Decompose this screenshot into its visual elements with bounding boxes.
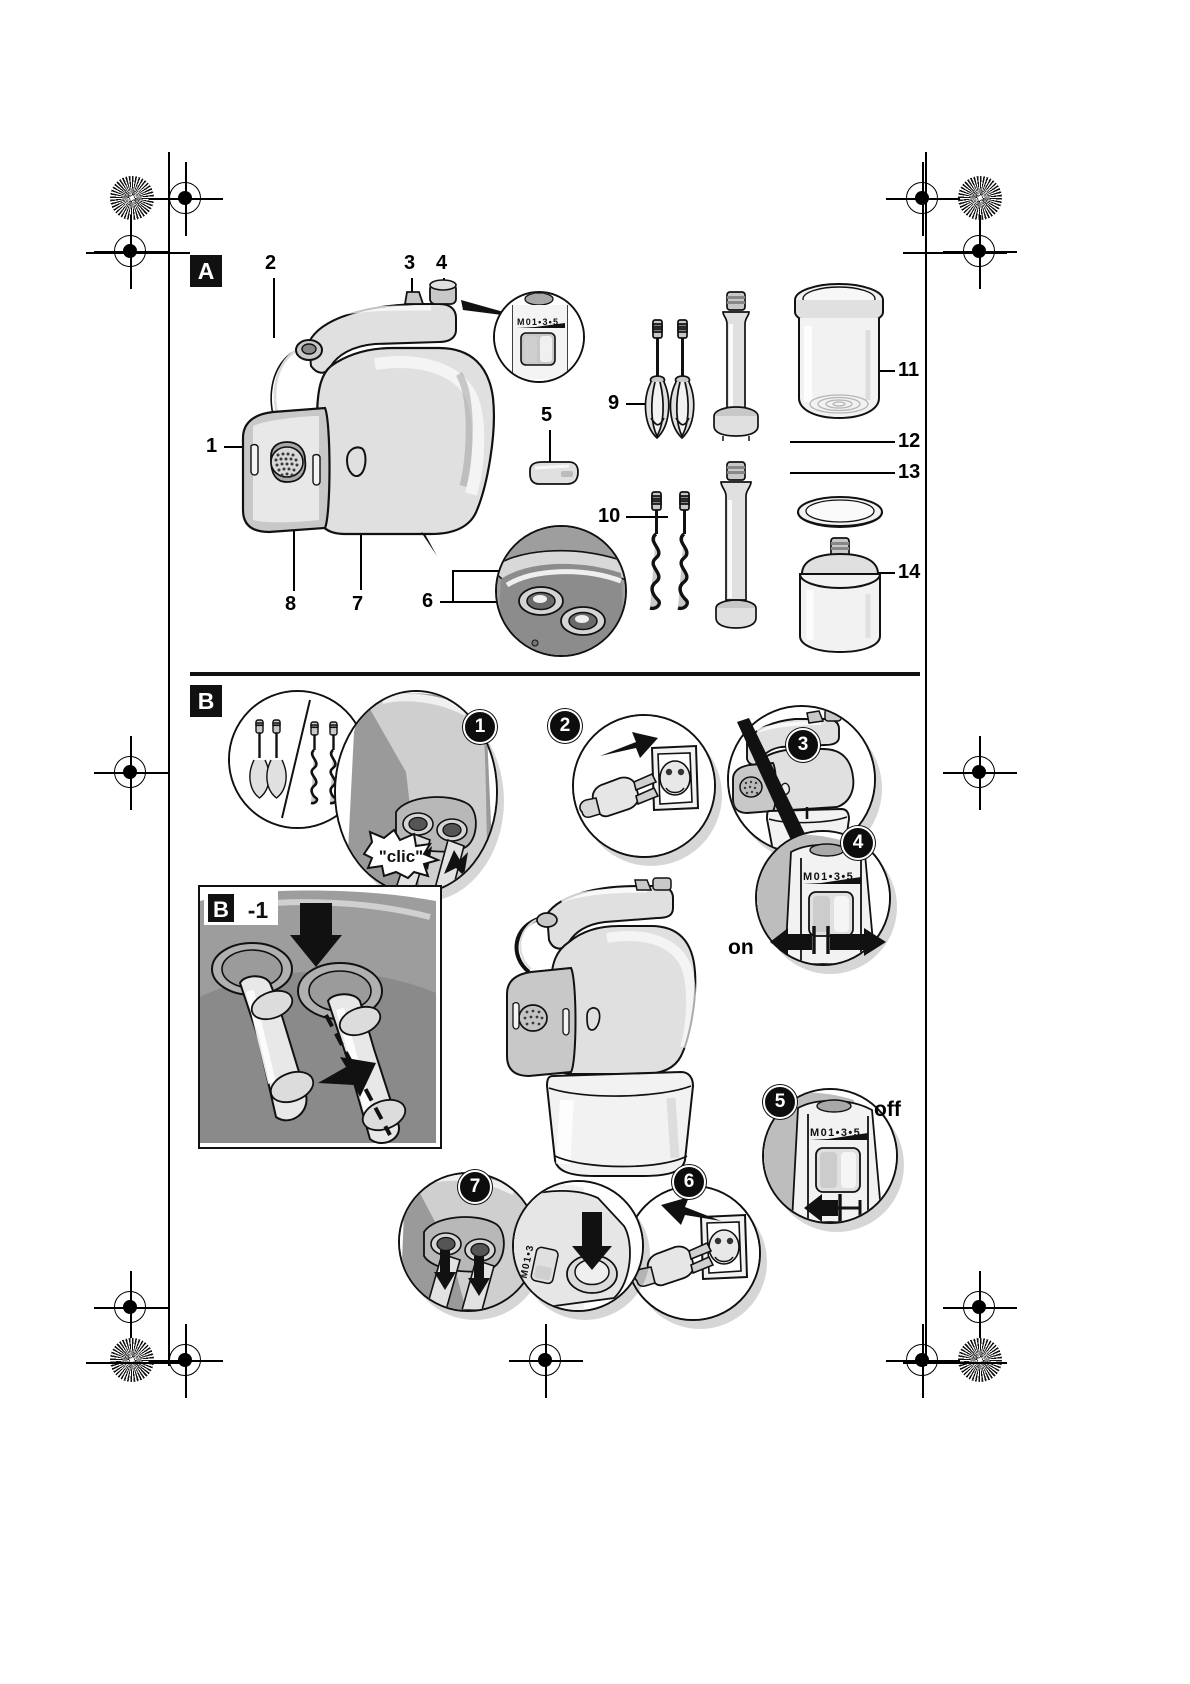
blender-shaft-long-illustration: [713, 291, 759, 441]
trim-line-right-v: [925, 152, 927, 256]
beaters-illustration: [644, 319, 695, 440]
registration-crosshair-mark: [509, 1324, 583, 1398]
clic-starburst: "clic": [362, 828, 441, 880]
callout-3: 3: [404, 252, 416, 274]
leader-6-v: [452, 570, 454, 601]
callout-12: 12: [898, 430, 921, 452]
step-3-bullet: 3: [786, 728, 820, 762]
step-2-circle: [572, 714, 716, 858]
star-target-mark: [110, 176, 154, 220]
mixer-body-illustration: [241, 279, 525, 556]
callout-7: 7: [352, 593, 364, 615]
leader-5: [549, 430, 551, 462]
trim-line-left-mid-v: [168, 256, 170, 1366]
step-7-bullet: 7: [458, 1170, 492, 1204]
trim-line-bottom-h: [86, 1362, 190, 1364]
trim-line-top-h: [86, 252, 190, 254]
registration-crosshair-mark: [149, 162, 223, 236]
blender-jar-illustration: [794, 283, 884, 420]
section-a-tag: A: [190, 255, 222, 287]
leader-10: [626, 516, 668, 518]
registration-crosshair-mark: [943, 736, 1017, 810]
step-6-bullet: 6: [672, 1165, 706, 1199]
beater-sockets-detail-circle: [495, 525, 627, 657]
blender-shaft-short-illustration: [715, 461, 757, 629]
leader-2: [273, 278, 275, 338]
svg-text:M01•3•5: M01•3•5: [803, 871, 854, 883]
star-target-mark: [958, 176, 1002, 220]
registration-crosshair-mark: [94, 1271, 168, 1345]
callout-5: 5: [541, 404, 553, 426]
off-label: off: [874, 1098, 901, 1121]
svg-text:-1: -1: [248, 897, 269, 923]
trim-line-left-v: [168, 152, 170, 256]
step-1-bullet: 1: [463, 710, 497, 744]
leader-13: [790, 472, 895, 474]
callout-9: 9: [608, 392, 620, 414]
step-5-bullet: 5: [763, 1085, 797, 1119]
registration-crosshair-mark: [943, 1271, 1017, 1345]
registration-crosshair-mark: [94, 736, 168, 810]
chopper-bowl-illustration: [797, 496, 883, 654]
callout-11: 11: [898, 359, 920, 381]
leader-7: [360, 512, 362, 590]
eject-button-press-circle: M01•3: [512, 1180, 644, 1312]
callout-8: 8: [285, 593, 297, 615]
star-target-mark: [110, 1338, 154, 1382]
leader-8: [293, 505, 295, 591]
callout-14: 14: [898, 561, 921, 583]
leader-6-h2: [452, 570, 510, 572]
step-4-bullet: 4: [841, 826, 875, 860]
svg-text:B: B: [213, 897, 229, 922]
step-2-bullet: 2: [548, 709, 582, 743]
trim-line-top-right-h: [903, 252, 1007, 254]
registration-crosshair-mark: [886, 162, 960, 236]
callout-13: 13: [898, 461, 921, 483]
trim-line-bottom-right-h: [903, 1362, 1007, 1364]
trim-line-right-mid-v: [925, 256, 927, 1366]
callout-2: 2: [265, 252, 277, 274]
b1-inset-box: B -1: [198, 885, 442, 1149]
registration-crosshair-mark: [149, 1324, 223, 1398]
leader-12: [790, 441, 895, 443]
dough-hooks-illustration: [649, 491, 690, 611]
callout-1: 1: [206, 435, 218, 457]
cord-clip-illustration: [529, 461, 579, 485]
speed-switch-detail-circle: M01•3•5: [493, 291, 585, 383]
svg-text:M01•3•5: M01•3•5: [517, 317, 559, 327]
section-divider: [190, 672, 920, 676]
on-label: on: [728, 936, 754, 959]
section-b-tag: B: [190, 685, 222, 717]
callout-4: 4: [436, 252, 448, 274]
svg-text:"clic": "clic": [379, 847, 423, 866]
svg-text:M01•3•5: M01•3•5: [810, 1127, 861, 1139]
step-4-direction-arrows: [770, 926, 886, 956]
registration-crosshair-mark: [886, 1324, 960, 1398]
leader-6-h: [440, 601, 548, 603]
mixer-in-bowl-illustration: [506, 877, 697, 1177]
star-target-mark: [958, 1338, 1002, 1382]
callout-6: 6: [422, 590, 434, 612]
callout-10: 10: [598, 505, 621, 527]
step-6-circle: [625, 1185, 761, 1321]
